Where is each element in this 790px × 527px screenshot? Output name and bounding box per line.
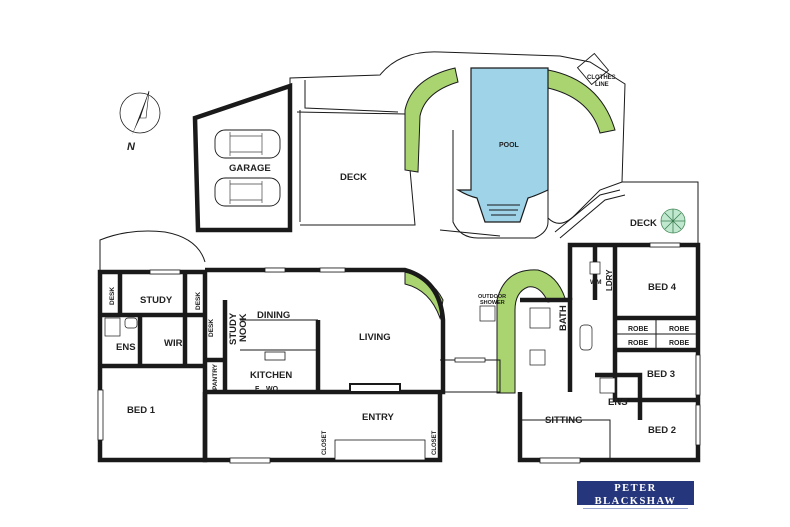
label-deck-top: DECK [340, 172, 367, 183]
garden-bed-pool-right [547, 69, 616, 134]
brand-tagline: MARKETING QUALITY PROPERTY [583, 508, 688, 525]
label-study-nook-1: STUDY [228, 312, 239, 345]
car-icon [214, 129, 281, 207]
label-wir: WIR [164, 338, 183, 349]
label-bed2: BED 2 [648, 425, 676, 436]
label-clothes-line-1: CLOTHES [587, 75, 616, 81]
clothes-line [576, 52, 610, 86]
interior-walls [100, 245, 698, 420]
brand-logo: PETER BLACKSHAW MARKETING QUALITY PROPER… [577, 481, 694, 524]
label-entry: ENTRY [362, 412, 395, 423]
label-clothes-line-2: LINE [595, 82, 609, 88]
label-living: LIVING [359, 332, 391, 343]
label-closet-right: CLOSET [432, 430, 438, 455]
label-desk-mid: DESK [195, 292, 202, 310]
label-robe-4: ROBE [669, 340, 690, 347]
label-ldry: LDRY [605, 269, 614, 291]
label-study: STUDY [140, 295, 173, 306]
label-wm: WM [590, 279, 602, 286]
pool-steps [487, 204, 520, 216]
brand-name: PETER BLACKSHAW [594, 483, 677, 507]
label-ens-right: ENS [608, 397, 628, 408]
label-outdoor-shower-2: SHOWER [480, 300, 505, 306]
garden-bed-pool-left [404, 67, 459, 173]
label-bed1: BED 1 [127, 405, 156, 416]
label-closet-left: CLOSET [322, 430, 328, 455]
label-bath: BATH [558, 305, 569, 331]
label-desk-kitchen: DESK [208, 319, 215, 337]
label-f: F [255, 386, 260, 393]
label-study-nook-2: NOOK [238, 313, 249, 342]
label-robe-2: ROBE [669, 326, 690, 333]
label-wo: WO [266, 386, 279, 393]
pool [455, 67, 549, 223]
label-deck-right: DECK [630, 218, 657, 229]
label-outdoor-shower-1: OUTDOOR [478, 294, 506, 300]
label-desk-left: DESK [109, 287, 116, 305]
label-bed3: BED 3 [647, 369, 675, 380]
label-dining: DINING [257, 310, 290, 321]
label-sitting: SITTING [545, 415, 582, 426]
tree-icon [660, 208, 686, 234]
compass-icon [119, 90, 161, 135]
site-outline [289, 51, 699, 252]
label-garage: GARAGE [229, 163, 271, 174]
label-robe-1: ROBE [628, 326, 649, 333]
windows [97, 242, 701, 464]
label-kitchen: KITCHEN [250, 370, 292, 381]
label-pantry: PANTRY [212, 363, 219, 390]
bath-fixtures [104, 261, 616, 394]
label-robe-3: ROBE [628, 340, 649, 347]
compass-label: N [127, 141, 136, 153]
label-bed4: BED 4 [648, 282, 677, 293]
label-pool: POOL [499, 142, 520, 149]
house-walls [97, 230, 701, 463]
garden-bed-courtyard [496, 269, 566, 394]
label-ens-left: ENS [116, 342, 136, 353]
garage [192, 82, 301, 233]
